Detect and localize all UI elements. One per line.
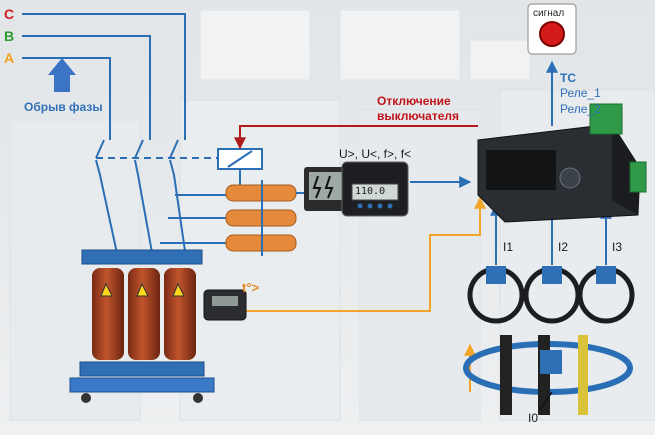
current-label-i0: I0	[528, 411, 539, 425]
current-transformers	[467, 266, 635, 324]
output-relay-1: Реле_1	[560, 86, 601, 100]
phase-break-arrow-icon	[48, 58, 76, 92]
temperature-sensor	[203, 289, 247, 321]
trip-label: Отключение выключателя	[377, 94, 459, 124]
breaker-contact-c	[169, 139, 179, 159]
protection-relay-module	[304, 161, 409, 217]
power-transformer	[69, 249, 215, 403]
current-label-i1: I1	[503, 240, 514, 254]
main-controller	[477, 103, 647, 223]
breaker-contact-b	[134, 139, 144, 159]
phase-label-c: C	[4, 6, 15, 22]
breaker-contact-a	[95, 139, 105, 159]
trip-signal-line	[234, 125, 478, 150]
current-label-i3: I3	[612, 240, 623, 254]
phase-label-b: B	[4, 28, 15, 44]
trip-label-line1: Отключение	[377, 94, 451, 108]
signal-lamp	[527, 3, 577, 55]
phase-busbars	[22, 13, 228, 259]
temperature-label: t°>	[242, 280, 260, 295]
phase-break-label: Обрыв фазы	[24, 100, 103, 114]
voltage-sensors	[225, 180, 308, 256]
relay-display-value: 110.0	[355, 186, 386, 197]
protection-functions-label: U>, U<, f>, f<	[339, 147, 412, 161]
trip-label-line2: выключателя	[377, 109, 460, 123]
current-label-i2: I2	[558, 240, 569, 254]
output-relay-2: Реле_2	[560, 102, 601, 116]
outputs-title: TC	[560, 71, 576, 85]
residual-current-sensor	[463, 335, 633, 415]
phase-label-a: A	[4, 50, 15, 66]
signal-lamp-label: сигнал	[533, 8, 565, 19]
temperature-signal-line	[246, 196, 486, 312]
